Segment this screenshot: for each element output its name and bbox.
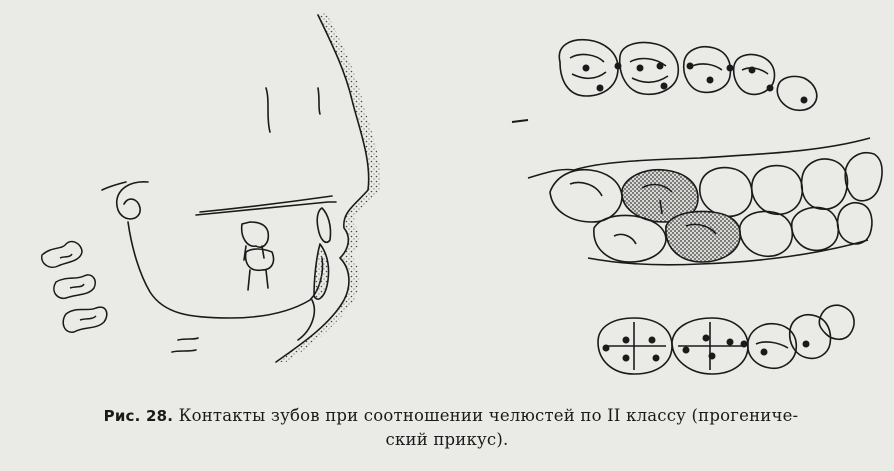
eye-stroke xyxy=(318,88,320,114)
lower-premolar-occ-2 xyxy=(790,315,831,359)
lower-molar xyxy=(246,249,274,270)
upper-canine xyxy=(777,76,816,110)
caption-line-2: ский прикус). xyxy=(0,428,894,452)
chin-line xyxy=(298,300,314,340)
lower-incisor xyxy=(314,244,329,299)
ear xyxy=(117,182,148,219)
lower-buccal-premolar-2 xyxy=(792,208,839,251)
lower-arch-occlusal xyxy=(598,305,854,374)
lower-premolar-occ-1 xyxy=(748,324,797,369)
upper-arch-occlusal xyxy=(559,40,816,111)
soft-tissue-shading xyxy=(276,12,381,362)
dental-figure xyxy=(0,0,894,400)
upper-buccal-molar-2 xyxy=(550,170,622,222)
upper-buccal-premolar-2 xyxy=(752,166,803,215)
figure-label: Рис. 28. xyxy=(104,407,174,425)
face-profile xyxy=(102,12,381,362)
mandible-outline xyxy=(128,222,323,318)
upper-gum-line xyxy=(528,138,870,178)
upper-molar xyxy=(242,222,269,247)
upper-buccal-premolar-1 xyxy=(700,168,752,217)
upper-molar-2 xyxy=(620,43,679,95)
dental-arches-buccal xyxy=(528,138,882,265)
caption-line-1: Рис. 28. Контакты зубов при соотношении … xyxy=(0,404,894,428)
upper-incisor xyxy=(317,208,330,242)
hyoid-mark xyxy=(178,338,198,340)
cervical-vertebrae xyxy=(42,242,107,333)
upper-premolar-1 xyxy=(684,47,731,93)
lower-buccal-molar-1 xyxy=(666,212,740,262)
pointer-mark xyxy=(512,120,528,122)
lower-buccal-molar-2 xyxy=(594,216,666,263)
lower-buccal-canine xyxy=(837,203,871,244)
upper-buccal-incisor xyxy=(845,153,882,201)
lower-buccal-premolar-1 xyxy=(740,212,793,257)
vertebra-c2 xyxy=(42,242,82,268)
eyebrow-stroke xyxy=(266,88,270,132)
figure-caption: Рис. 28. Контакты зубов при соотношении … xyxy=(0,404,894,452)
caption-text-1: Контакты зубов при соотношении челюстей … xyxy=(179,406,799,425)
upper-buccal-canine xyxy=(802,159,848,209)
